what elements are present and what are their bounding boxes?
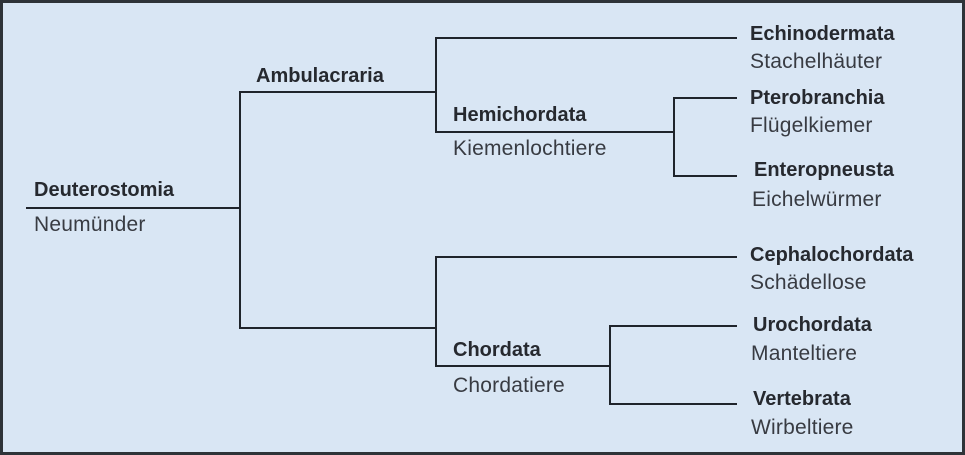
echinodermata-name: Echinodermata	[750, 23, 895, 45]
root-underline	[26, 207, 241, 209]
urochordata-name: Urochordata	[753, 314, 872, 336]
vertebrata-name: Vertebrata	[753, 388, 851, 410]
chordata-vertical	[435, 256, 437, 367]
chordata-underline	[435, 365, 611, 367]
cephalochordata-branch	[435, 256, 737, 258]
chordata-connector	[239, 327, 437, 329]
chordata-name: Chordata	[453, 339, 541, 361]
hemichordata-name: Hemichordata	[453, 104, 587, 126]
hemichordata-underline	[435, 131, 675, 133]
echinodermata-common: Stachelhäuter	[750, 50, 883, 73]
chordata-common: Chordatiere	[453, 374, 565, 397]
urochordata-common: Manteltiere	[751, 342, 858, 365]
pterobranchia-common: Flügelkiemer	[750, 114, 873, 137]
cephalochordata-name: Cephalochordata	[750, 244, 914, 266]
deuterostomia-name: Deuterostomia	[34, 179, 175, 201]
ambulacraria-vertical	[435, 37, 437, 133]
vertebrata-branch	[609, 403, 737, 405]
cephalochordata-common: Schädellose	[750, 271, 867, 294]
root-trunk-vertical	[239, 91, 241, 329]
urochordata-branch	[609, 325, 737, 327]
hemichordata-common: Kiemenlochtiere	[453, 137, 607, 160]
enteropneusta-name: Enteropneusta	[754, 159, 895, 181]
hemichordata-vertical	[673, 97, 675, 177]
vertebrata-common: Wirbeltiere	[751, 416, 854, 439]
pterobranchia-branch	[673, 97, 737, 99]
enteropneusta-branch	[673, 175, 737, 177]
pterobranchia-name: Pterobranchia	[750, 87, 885, 109]
enteropneusta-common: Eichelwürmer	[752, 188, 882, 211]
chordata-junction-vertical	[609, 325, 611, 405]
deuterostomia-common: Neumünder	[34, 213, 146, 236]
ambulacraria-name: Ambulacraria	[256, 65, 384, 87]
echinodermata-branch	[435, 37, 737, 39]
ambulacraria-branch	[239, 91, 437, 93]
